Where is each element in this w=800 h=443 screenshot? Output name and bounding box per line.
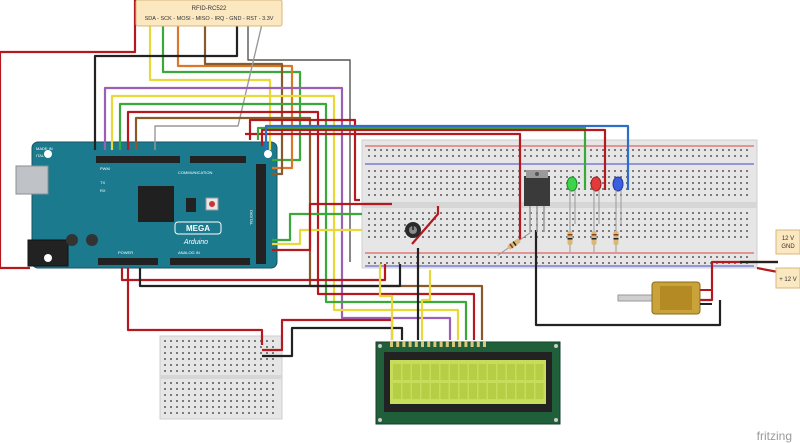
lcd-pins xyxy=(390,341,486,347)
wire-brown-miso xyxy=(203,24,284,176)
arduino-mega: MEGA Arduino MADE IN ITALY PWM COMMUNICA… xyxy=(15,141,278,269)
resistor-3 xyxy=(613,224,619,252)
wire-green-bb xyxy=(272,212,362,242)
wire-red-led xyxy=(260,128,607,190)
mega-label: MEGA xyxy=(186,224,210,233)
wire-red-pot xyxy=(411,206,440,245)
main-breadboard xyxy=(361,139,758,269)
wire-red-outer xyxy=(0,0,137,270)
tx-label: TX xyxy=(100,180,105,185)
digital-header-top xyxy=(96,156,180,163)
wire-orange-mosi xyxy=(176,24,294,170)
wire-yellow-sda xyxy=(148,24,272,150)
made-in-label: MADE IN xyxy=(36,146,53,151)
small-breadboard-holes xyxy=(164,340,274,414)
power-header xyxy=(98,258,158,265)
pwm-label: PWM xyxy=(100,166,110,171)
analog-header xyxy=(170,258,250,265)
power-label: POWER xyxy=(118,250,133,255)
lcd-display xyxy=(375,341,561,425)
wire-red-arduino-bb xyxy=(248,118,360,202)
fritzing-watermark: fritzing xyxy=(757,429,792,443)
wire-red-12v xyxy=(756,266,779,274)
wire-black-gnd xyxy=(93,24,239,150)
small-breadboard xyxy=(159,335,283,420)
transistor xyxy=(524,170,550,232)
digital-label: DIGITAL xyxy=(249,210,254,226)
wire-red-small-bb xyxy=(126,268,264,345)
wire-green-sck xyxy=(161,24,302,162)
gnd-12v-line2: GND xyxy=(781,244,795,250)
wire-red-bb xyxy=(272,202,392,252)
wire-white-3v3 xyxy=(154,23,263,150)
arduino-label: Arduino xyxy=(183,239,208,246)
wire-brown-lcd xyxy=(134,116,484,340)
vcc-12v-label: + 12 V xyxy=(779,277,797,283)
wire-yellow-bb xyxy=(272,228,362,246)
wire-black-gnd2 xyxy=(138,264,402,288)
led-blue xyxy=(612,176,624,224)
rfid-title: RFID-RC522 xyxy=(192,6,227,12)
wire-black-small-lcd xyxy=(262,326,404,358)
mcu-chip xyxy=(138,186,174,222)
wire-yellow-pot2 xyxy=(420,270,432,340)
wire-red-5v xyxy=(120,264,387,282)
resistors xyxy=(497,224,619,256)
wire-red-transistor xyxy=(245,132,522,240)
wire-red-small-lcd xyxy=(262,318,394,352)
wire-green-led xyxy=(256,126,587,190)
country-label: ITALY xyxy=(36,153,47,158)
rx-label: RX xyxy=(100,188,106,193)
wire-blue-led xyxy=(264,124,630,190)
communication-label: COMMUNICATION xyxy=(178,170,212,175)
led-green xyxy=(566,176,578,224)
power-12v-vcc: + 12 V xyxy=(775,267,800,289)
resistor-base xyxy=(497,232,531,256)
wire-black-solenoid xyxy=(534,230,722,327)
rfid-pins: SDA - SCK - MOSI - MISO - IRQ - GND - RS… xyxy=(145,16,274,22)
lcd-character-cells xyxy=(393,364,544,399)
power-12v-gnd: 12 V GND xyxy=(775,229,800,255)
gnd-12v-line1: 12 V xyxy=(782,236,794,242)
digital-header-side xyxy=(256,164,266,264)
wire-yellow-pot xyxy=(378,264,394,340)
wires xyxy=(0,0,779,358)
solenoid-lock xyxy=(617,281,712,315)
analog-in-label: ANALOG IN xyxy=(178,250,200,255)
led-red xyxy=(590,176,602,224)
resistor-2 xyxy=(591,224,597,252)
wire-gray-rst xyxy=(247,24,351,262)
resistor-1 xyxy=(567,224,573,252)
rfid-module: RFID-RC522 SDA - SCK - MOSI - MISO - IRQ… xyxy=(135,0,283,27)
potentiometer xyxy=(405,222,421,238)
